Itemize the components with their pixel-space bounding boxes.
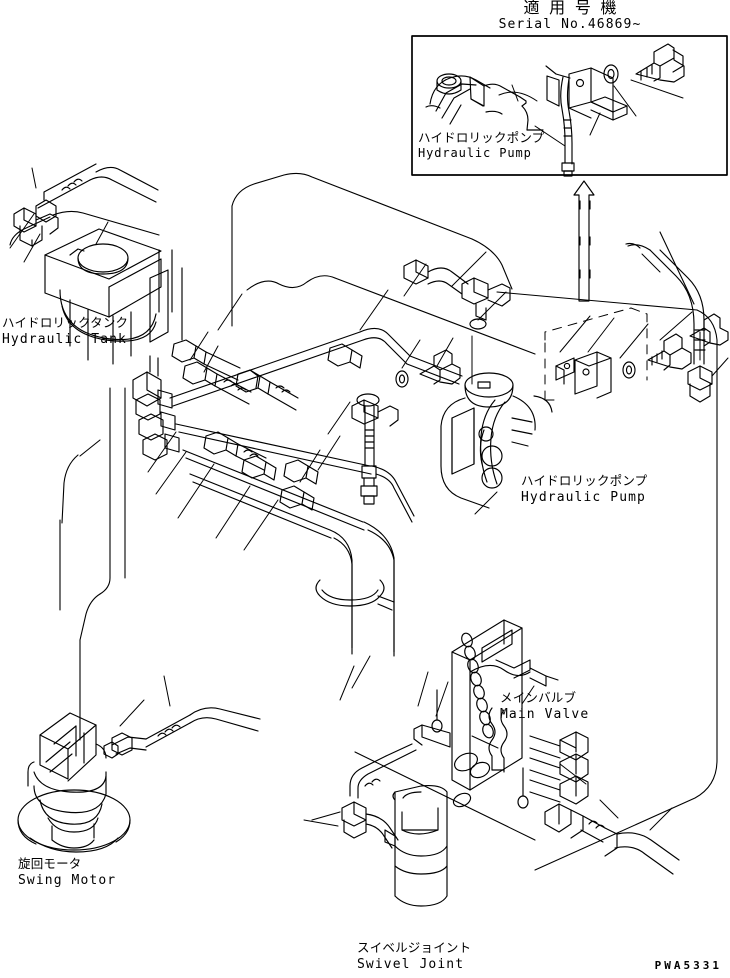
inset-label-jp: ハイドロリックポンプ: [418, 130, 545, 145]
inset-detail-drawing: [425, 43, 685, 177]
inset-heading-jp: 適 用 号 機: [523, 0, 617, 17]
leader-lines: [9, 167, 729, 831]
inset-frame: [411, 35, 728, 176]
callout-hydraulic-pump-jp: ハイドロリックポンプ: [521, 473, 648, 488]
drawing-number: PWA5331: [654, 959, 722, 972]
center-fittings-group: [351, 259, 511, 505]
callout-hydraulic-tank-jp: ハイドロリックタンク: [2, 315, 129, 330]
hydraulic-tank-assembly: [13, 163, 183, 365]
callout-main-valve-jp: メインバルブ: [500, 690, 577, 705]
callout-swing-motor-en: Swing Motor: [18, 873, 117, 888]
inset-heading-en: Serial No.46869~: [498, 17, 642, 32]
callout-hydraulic-tank-en: Hydraulic Tank: [2, 332, 127, 347]
tube-bank-assembly: [132, 327, 463, 657]
machine-frame-outline: [9, 172, 718, 871]
callout-main-valve-en: Main Valve: [500, 707, 590, 722]
inset-label-en: Hydraulic Pump: [418, 146, 532, 160]
callout-swivel-joint-jp: スイベルジョイント: [357, 940, 472, 955]
callout-swing-motor-jp: 旋回モータ: [18, 856, 82, 871]
pump-bracket-hardware: [544, 242, 729, 403]
hydraulic-pump-assembly: [440, 372, 553, 509]
callout-swivel-joint-en: Swivel Joint: [357, 957, 465, 972]
swivel-joint-assembly: [311, 743, 448, 907]
inset-callout-arrow: [573, 180, 595, 302]
main-valve-assembly: [413, 619, 680, 875]
callout-hydraulic-pump-en: Hydraulic Pump: [521, 490, 646, 505]
swing-motor-assembly: [17, 707, 261, 853]
